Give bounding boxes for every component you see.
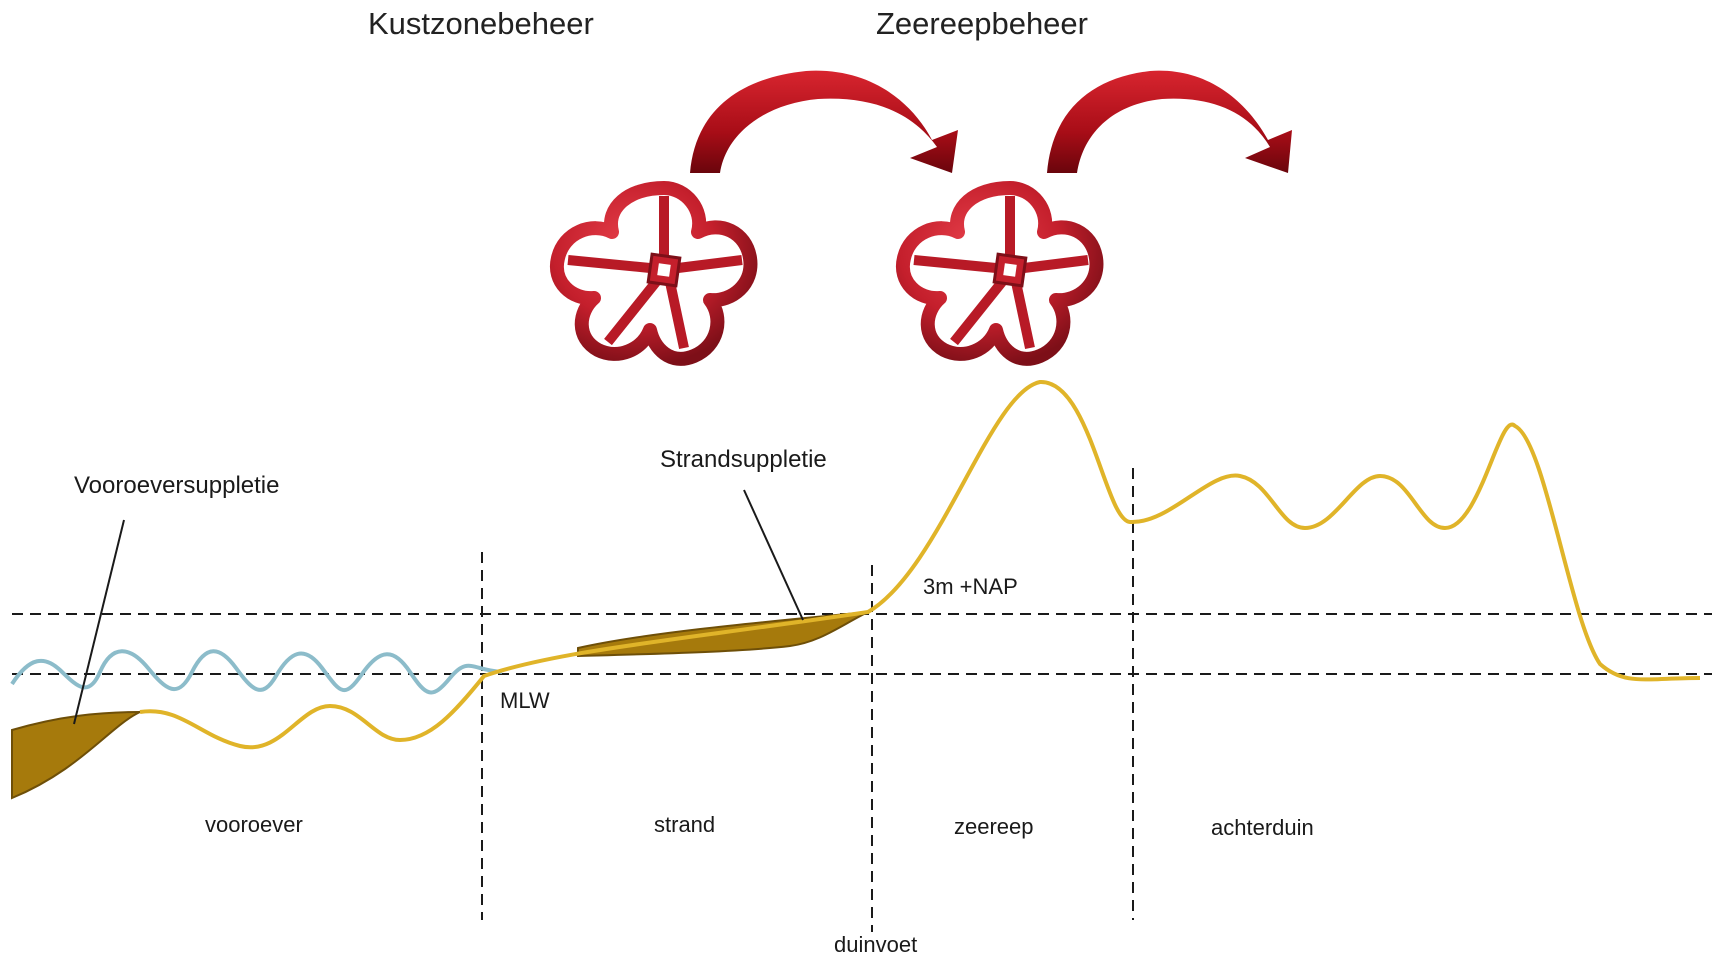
heading-zeereepbeheer: Zeereepbeheer bbox=[876, 6, 1088, 41]
label-nap-level: 3m +NAP bbox=[923, 574, 1018, 599]
reference-lines bbox=[12, 613, 1712, 675]
label-mlw: MLW bbox=[500, 688, 550, 713]
label-duinvoet: duinvoet bbox=[834, 932, 918, 957]
label-strandsuppletie: Strandsuppletie bbox=[660, 446, 827, 473]
vooroever-pointer-line bbox=[73, 519, 125, 725]
heading-kustzonebeheer: Kustzonebeheer bbox=[368, 6, 594, 41]
sea-wave bbox=[10, 649, 503, 695]
zone-label-strand: strand bbox=[654, 812, 716, 837]
zone-label-vooroever: vooroever bbox=[205, 812, 303, 837]
curved-arrow-icon bbox=[1047, 70, 1292, 173]
zone-label-zeereep: zeereep bbox=[954, 814, 1034, 839]
vooroever-suppletie-body bbox=[11, 711, 141, 800]
curved-arrow-icon bbox=[690, 70, 958, 173]
strand-pointer-line bbox=[743, 489, 804, 621]
valve-handwheel-icon bbox=[895, 181, 1104, 366]
zone-boundaries bbox=[481, 468, 1134, 932]
valve-handwheel-icon bbox=[549, 181, 758, 366]
coastal-profile-line bbox=[139, 379, 1701, 750]
label-vooroeversuppletie: Vooroeversuppletie bbox=[74, 472, 280, 499]
zone-label-achterduin: achterduin bbox=[1211, 815, 1314, 840]
